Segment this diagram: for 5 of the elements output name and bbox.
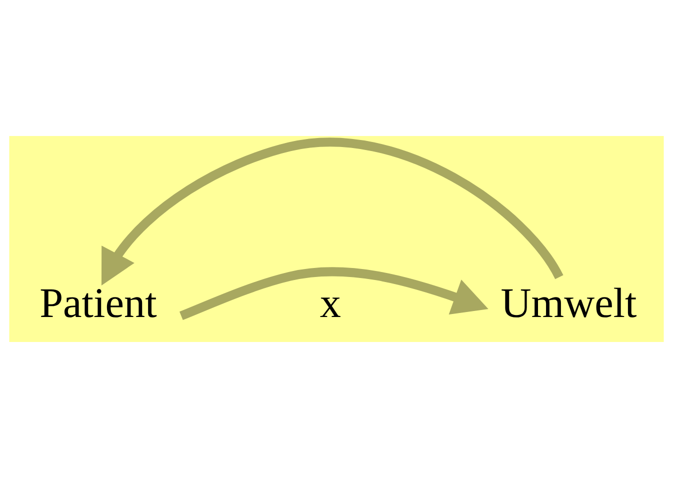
node-text: Patient <box>40 279 157 326</box>
node-text: Umwelt <box>500 279 637 326</box>
label: x <box>320 279 342 326</box>
arrow <box>179 266 488 320</box>
arrow <box>101 138 564 286</box>
